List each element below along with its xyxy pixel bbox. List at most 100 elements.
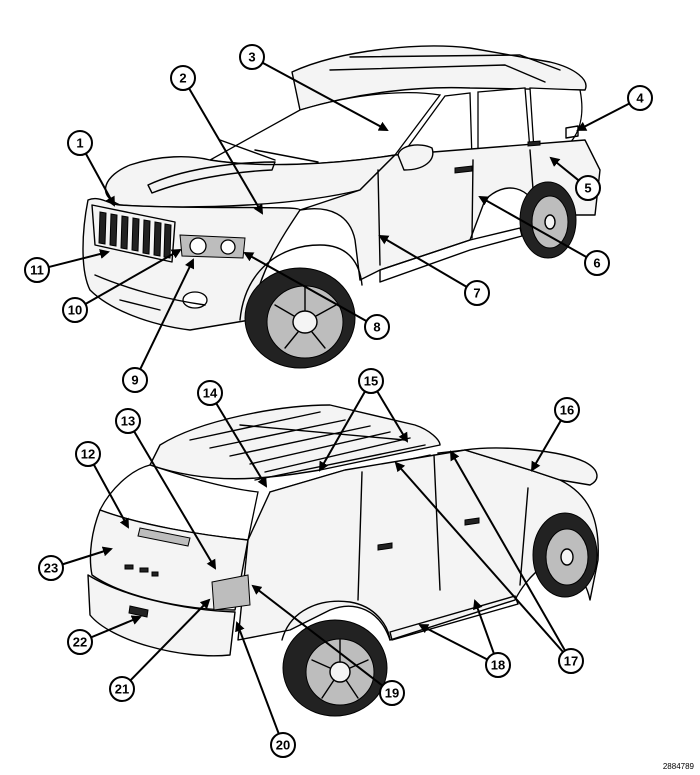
callout-22: 22 [67, 629, 93, 655]
callout-3-number: 3 [248, 50, 255, 65]
callout-12-leader-1 [92, 464, 129, 529]
callout-21-leader-1 [129, 598, 211, 682]
callout-9-leader-1 [139, 258, 195, 370]
callout-18-leader-1 [418, 624, 488, 661]
callout-19-leader-1 [251, 584, 384, 687]
callout-12-number: 12 [81, 447, 95, 462]
front-view-headlamp-lens-outer [220, 239, 236, 255]
callout-5-number: 5 [584, 181, 591, 196]
rear-view-rear-wheel [282, 619, 388, 717]
callout-3: 3 [239, 44, 265, 70]
callout-14-number: 14 [203, 386, 218, 401]
callout-8: 8 [364, 314, 390, 340]
callout-8-number: 8 [373, 320, 380, 335]
callout-19-number: 19 [385, 686, 399, 701]
rear-view-roof-rails [189, 411, 426, 481]
callout-15-leader-1 [319, 390, 366, 472]
rear-view-rear-door-handle [377, 542, 393, 551]
callout-21: 21 [109, 676, 135, 702]
callout-20-leader-1 [235, 621, 280, 735]
callout-14: 14 [197, 380, 223, 406]
callout-5-leader-1 [549, 156, 580, 182]
callout-22-leader-1 [90, 615, 142, 639]
callout-13-leader-1 [133, 430, 217, 570]
callout-2-leader-1 [188, 87, 264, 215]
callout-17-leader-1 [450, 450, 566, 652]
callout-17-leader-2 [394, 461, 564, 653]
callout-1-number: 1 [76, 136, 83, 151]
callout-16-circle [554, 397, 580, 423]
rear-view-front-door-handle [464, 517, 480, 526]
callout-14-circle [197, 380, 223, 406]
callout-11-number: 11 [30, 263, 44, 278]
callout-2-circle [170, 65, 196, 91]
callout-4-number: 4 [636, 91, 644, 106]
callout-10: 10 [62, 297, 88, 323]
front-view-grille [91, 204, 176, 263]
callout-2-number: 2 [179, 71, 186, 86]
callout-20-circle [270, 732, 296, 758]
callout-18-number: 18 [491, 658, 505, 673]
callout-7-leader-1 [378, 234, 468, 288]
callout-17-number: 17 [564, 654, 578, 669]
rear-view-rear-fender-flare [281, 600, 391, 641]
rear-view-badge-center [139, 567, 149, 573]
callout-4-leader-1 [576, 102, 630, 131]
callout-13-circle [115, 408, 141, 434]
callout-11-leader-1 [48, 249, 110, 269]
callout-3-circle [239, 44, 265, 70]
front-view-fuel-door [565, 125, 579, 139]
rear-view-rear-bumper [87, 574, 236, 657]
callout-18: 18 [485, 652, 511, 678]
rear-view-front-wheel [532, 512, 598, 598]
callout-18-circle [485, 652, 511, 678]
front-view-front-wheel [244, 267, 356, 369]
callout-16-leader-1 [530, 419, 562, 472]
front-view-lower-intake [94, 274, 206, 311]
callout-21-number: 21 [115, 682, 129, 697]
callout-22-number: 22 [73, 635, 87, 650]
callout-22-circle [67, 629, 93, 655]
callout-1-leader-1 [84, 153, 115, 207]
rear-view-spoiler [137, 527, 191, 547]
callout-15: 15 [358, 368, 384, 394]
callout-16-number: 16 [560, 403, 574, 418]
callout-1: 1 [67, 130, 93, 156]
front-view-side-mirror [397, 144, 434, 171]
callout-8-circle [364, 314, 390, 340]
callout-1-circle [67, 130, 93, 156]
callout-13: 13 [115, 408, 141, 434]
front-view-front-fender-flare [239, 244, 363, 321]
callout-9-number: 9 [131, 373, 138, 388]
callout-6-leader-1 [478, 196, 588, 258]
callout-17-circle [558, 648, 584, 674]
callout-10-number: 10 [68, 303, 82, 318]
front-quarter-vehicle-illustration [82, 45, 601, 369]
front-view-roof [291, 45, 587, 111]
callout-15-number: 15 [364, 374, 378, 389]
callout-20-number: 20 [276, 738, 290, 753]
callout-12: 12 [75, 441, 101, 467]
callout-19-circle [379, 680, 405, 706]
callout-17: 17 [558, 648, 584, 674]
callout-11: 11 [24, 257, 50, 283]
callout-7-circle [464, 280, 490, 306]
callout-4-circle [627, 85, 653, 111]
callout-19: 19 [379, 680, 405, 706]
callout-15-leader-2 [376, 390, 409, 443]
callout-15-circle [358, 368, 384, 394]
callout-21-circle [109, 676, 135, 702]
callout-10-circle [62, 297, 88, 323]
callout-23-circle [38, 555, 64, 581]
front-view-roof-rail [329, 54, 561, 83]
callout-6-number: 6 [593, 256, 600, 271]
rear-view-tail-lamp [211, 574, 251, 611]
rear-view-hood [464, 447, 598, 486]
callout-4: 4 [627, 85, 653, 111]
rear-view-badge-left [124, 564, 134, 570]
callout-6: 6 [584, 250, 610, 276]
front-view-headlamp-lens-inner [189, 237, 207, 255]
front-view-wipers [219, 139, 319, 163]
